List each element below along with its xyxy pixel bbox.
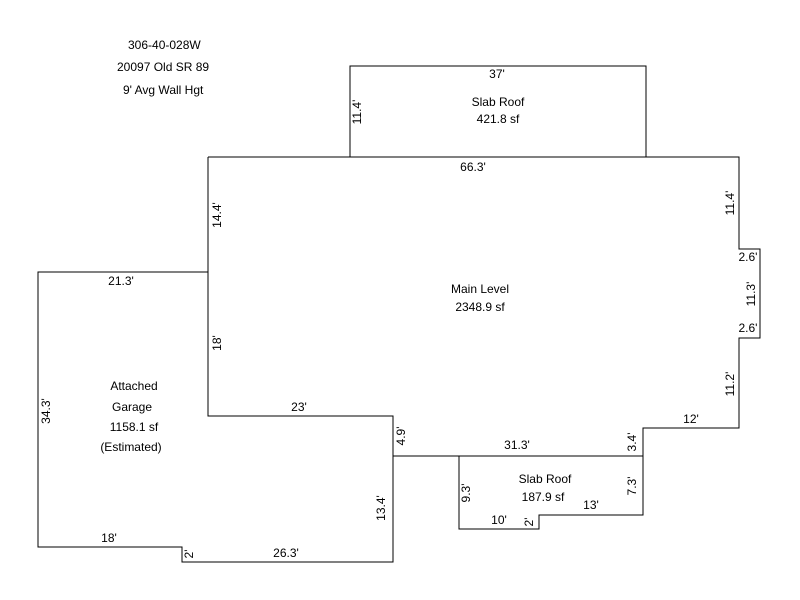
dim-step-12: 12' xyxy=(683,412,699,426)
dim-main-top: 66.3' xyxy=(460,160,486,174)
dim-garage-top: 21.3' xyxy=(108,274,134,288)
garage-name-line1: Attached xyxy=(110,379,157,393)
dim-slab-bottom-left: 10' xyxy=(491,513,507,527)
parcel-id: 306-40-028W xyxy=(128,38,201,52)
dim-garage-right: 13.4' xyxy=(374,495,388,521)
garage-note: (Estimated) xyxy=(100,440,161,454)
dim-bump-bottom: 2.6' xyxy=(739,321,758,335)
slab-roof-bottom-name: Slab Roof xyxy=(519,472,572,486)
dim-main-right-upper: 11.4' xyxy=(723,191,737,216)
dim-main-left-lower: 18' xyxy=(210,335,224,351)
garage-name-line2: Garage xyxy=(112,400,152,414)
dim-garage-jog: 2' xyxy=(182,550,196,559)
slab-roof-bottom-outline xyxy=(458,456,644,530)
dim-main-bottom-left: 23' xyxy=(291,400,307,414)
property-address: 20097 Old SR 89 xyxy=(117,60,210,74)
dim-garage-left: 34.3' xyxy=(39,398,53,424)
dim-step-4-9: 4.9' xyxy=(394,427,408,446)
slab-roof-top-name: Slab Roof xyxy=(472,95,525,109)
dim-slab-jog: 2' xyxy=(522,518,536,527)
wall-height-note: 9' Avg Wall Hgt xyxy=(123,83,204,97)
dim-top-width: 37' xyxy=(489,67,505,81)
garage-area: 1158.1 sf xyxy=(110,420,159,434)
dim-garage-bottom: 26.3' xyxy=(273,546,299,560)
dim-garage-bottom-left: 18' xyxy=(101,531,117,545)
dim-bump-top: 2.6' xyxy=(739,250,758,264)
main-level-outline xyxy=(207,156,761,457)
dim-main-right-lower: 11.2' xyxy=(723,372,737,397)
dim-slab-bottom-right: 13' xyxy=(583,498,599,512)
slab-roof-top-area: 421.8 sf xyxy=(477,112,520,126)
dim-mid-31-3: 31.3' xyxy=(504,438,530,452)
dim-slab-left: 9.3' xyxy=(459,484,473,503)
dim-main-left-upper: 14.4' xyxy=(210,202,224,228)
main-level-name: Main Level xyxy=(451,282,509,296)
slab-roof-bottom-area: 187.9 sf xyxy=(522,490,565,504)
dim-top-height: 11.4' xyxy=(350,100,364,125)
garage-outline xyxy=(37,271,394,563)
dim-bump-side: 11.3' xyxy=(744,282,758,307)
dim-step-3-4: 3.4' xyxy=(625,433,639,452)
main-level-area: 2348.9 sf xyxy=(455,300,505,314)
dim-slab-right: 7.3' xyxy=(625,477,639,496)
